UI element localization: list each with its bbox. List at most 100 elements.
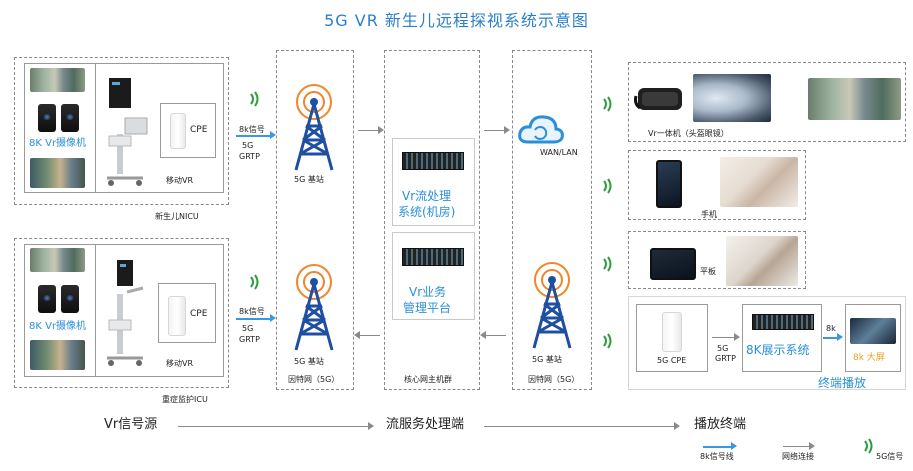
vr-camera-image: [38, 104, 56, 132]
cpe-device-image: [170, 113, 186, 149]
left-network-column: [276, 50, 354, 390]
room-label: 新生儿NICU: [155, 212, 199, 221]
flow-step-source: Vr信号源: [104, 417, 158, 432]
big-screen-label: 8k 大屏: [853, 353, 885, 363]
cpe-label: 5G CPE: [657, 356, 687, 365]
tablet-label: 平板: [700, 267, 716, 276]
network-connection-line: [358, 130, 378, 131]
flow-arrow-line: [178, 426, 368, 427]
server1-label-line2: 系统(机房): [398, 205, 456, 219]
8k-signal-arrowhead: [837, 333, 843, 341]
cpe-device-image: [662, 312, 682, 352]
network-connection-line: [486, 335, 506, 336]
camera-label: 8K Vr摄像机: [29, 321, 87, 332]
cpe-box: [160, 103, 216, 158]
server2-label-line1: Vr业务: [409, 285, 447, 299]
core-host-group: [384, 50, 480, 390]
network-arrowhead: [378, 126, 384, 134]
phone-image: [656, 160, 682, 208]
mobile-vr-label: 移动VR: [166, 359, 194, 368]
signal-8k-label: 8k: [826, 324, 836, 333]
vr-headset-terminal: [628, 62, 906, 142]
room-label: 重症监护ICU: [162, 395, 208, 404]
server-rack-image: [402, 248, 464, 266]
server1-label-line1: Vr流处理: [402, 189, 452, 203]
vr-label: Vr一体机（头盔眼镜）: [648, 129, 729, 138]
signal-grtp-label: GRTP: [715, 354, 736, 363]
legend-8k-arrowhead: [731, 442, 737, 450]
5g-signal-icon: [603, 256, 612, 272]
8k-signal-arrowhead: [270, 131, 276, 139]
5g-signal-icon: [603, 178, 612, 194]
network-connection-line: [360, 335, 380, 336]
vr-preview-image: [30, 248, 85, 272]
signal-8k-label: 8k信号: [239, 307, 265, 316]
flow-arrowhead: [368, 422, 374, 430]
5g-tower-icon: [532, 262, 572, 349]
network-connection-line: [484, 130, 504, 131]
legend-network-arrowhead: [809, 442, 815, 450]
signal-grtp-label: GRTP: [239, 152, 260, 161]
legend-network-line-sample: [783, 446, 809, 447]
phone-label: 手机: [701, 210, 717, 219]
server-rack-image: [402, 152, 464, 170]
legend-8k-line-sample: [703, 446, 731, 448]
network-connection-line: [712, 337, 734, 338]
5g-signal-icon: [250, 274, 259, 290]
legend-5g-label: 5G信号: [876, 452, 904, 461]
room-preview-image: [30, 340, 85, 370]
big-screen-image: [850, 318, 896, 344]
network-arrowhead: [354, 331, 360, 339]
station-label: 5G 基站: [294, 357, 324, 366]
cpe-label: CPE: [190, 125, 208, 135]
vr-headset-image: [634, 88, 682, 110]
station-label: 5G 基站: [294, 175, 324, 184]
business-management-server: [392, 232, 475, 320]
terminal-playback-group: [628, 296, 906, 390]
network-arrowhead: [734, 333, 740, 341]
8k-signal-line: [236, 318, 270, 320]
vr-preview-image: [30, 68, 85, 92]
5g-signal-icon: [603, 96, 612, 112]
tablet-use-photo: [726, 236, 798, 286]
signal-5g-label: 5G: [242, 141, 254, 150]
cloud-label: WAN/LAN: [540, 148, 578, 157]
network-arrowhead: [504, 126, 510, 134]
signal-8k-label: 8k信号: [239, 125, 265, 134]
camera-label: 8K Vr摄像机: [29, 138, 87, 149]
network-arrowhead: [480, 331, 486, 339]
mobile-vr-cart-image: [107, 260, 144, 366]
tablet-image: [650, 248, 696, 280]
vr-view-image: [693, 74, 771, 122]
vr-camera-image: [61, 285, 79, 313]
cloud-icon: [518, 115, 564, 144]
phone-use-photo: [720, 157, 798, 207]
tablet-terminal: [628, 231, 806, 289]
server-rack-image: [752, 314, 814, 330]
signal-5g-label: 5G: [717, 344, 729, 353]
source-top-outer: [14, 57, 229, 205]
mobile-vr-label: 移动VR: [166, 176, 194, 185]
core-group-label: 核心网主机群: [404, 375, 452, 384]
phone-terminal: [628, 150, 806, 220]
cpe-device-image: [168, 296, 186, 336]
vr-camera-image: [61, 104, 79, 132]
8k-signal-line: [823, 337, 837, 339]
flow-step-processing: 流服务处理端: [386, 417, 465, 432]
server2-label-line2: 管理平台: [403, 301, 452, 315]
mobile-vr-box: [95, 244, 224, 377]
5g-tower-icon: [294, 264, 334, 351]
source-bottom-outer: [14, 238, 229, 388]
8k-signal-line: [236, 135, 270, 137]
legend-5g-signal-icon: [864, 438, 873, 454]
network-label: 因特网（5G）: [288, 375, 340, 384]
display-system-label: 8K展示系统: [746, 343, 810, 357]
8k-signal-arrowhead: [270, 314, 276, 322]
vr-pano-image: [808, 78, 901, 120]
vr-camera-image: [38, 285, 56, 313]
station-label: 5G 基站: [532, 355, 562, 364]
5g-signal-icon: [603, 333, 612, 349]
flow-arrowhead: [674, 422, 680, 430]
terminal-group-label: 终端播放: [818, 376, 867, 390]
right-network-column: [512, 50, 592, 390]
